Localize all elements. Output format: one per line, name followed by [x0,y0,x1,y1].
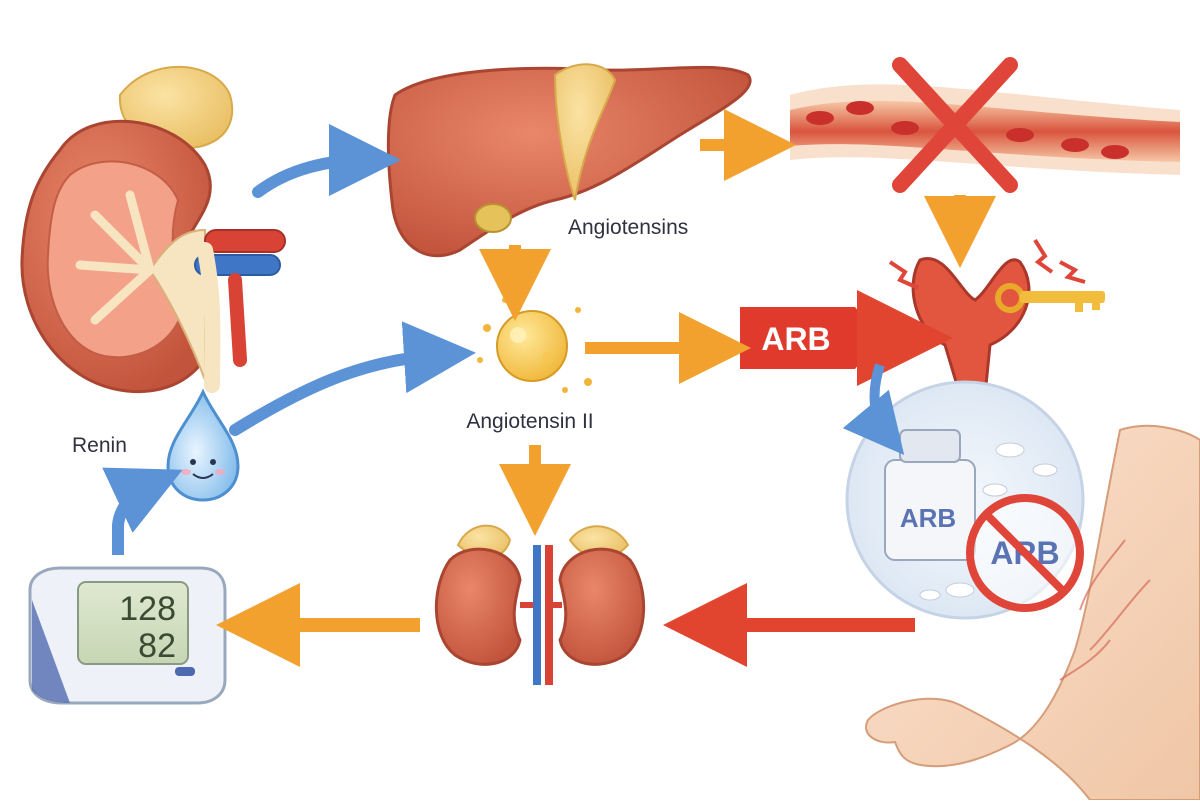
kidney-illustration [20,65,286,393]
blocked-cross-icon [892,57,1018,193]
arb-tag: ARB [740,307,880,369]
receptor-to-medication-arrow [842,363,905,456]
key-icon [995,283,1105,313]
arm-illustration [865,424,1200,801]
kidneys-adrenal-illustration [434,524,646,685]
liver-illustration [386,63,752,258]
red-blood-cells [806,101,1129,159]
bottle-arb-label: ARB [900,503,956,533]
prohibited-arb-icon: ARB [966,494,1084,612]
pills-icon [919,442,1058,601]
pill-bottle-icon: ARB [884,429,976,561]
impact-spark-icon [888,238,1086,290]
kidney-to-liver-arrow [252,124,401,198]
systolic-reading: 128 [119,590,176,628]
blood-vessel-illustration [790,57,1180,193]
monitor-to-renin-arrow [102,467,183,555]
blood-pressure-monitor: 128 82 [28,566,227,705]
renin-to-angiotensin-ii-arrow [229,321,476,436]
receptor-illustration [911,256,1031,397]
renin-droplet-icon [166,388,240,502]
renin-label: Renin [72,434,127,457]
arb-tag-label: ARB [761,321,830,357]
angiotensins-label: Angiotensins [568,216,688,239]
diastolic-reading: 82 [138,627,176,665]
angiotensin-ii-label: Angiotensin II [466,410,593,433]
medication-circle: ARB ARB [845,380,1085,620]
angiotensin-ii-molecule [477,297,592,393]
